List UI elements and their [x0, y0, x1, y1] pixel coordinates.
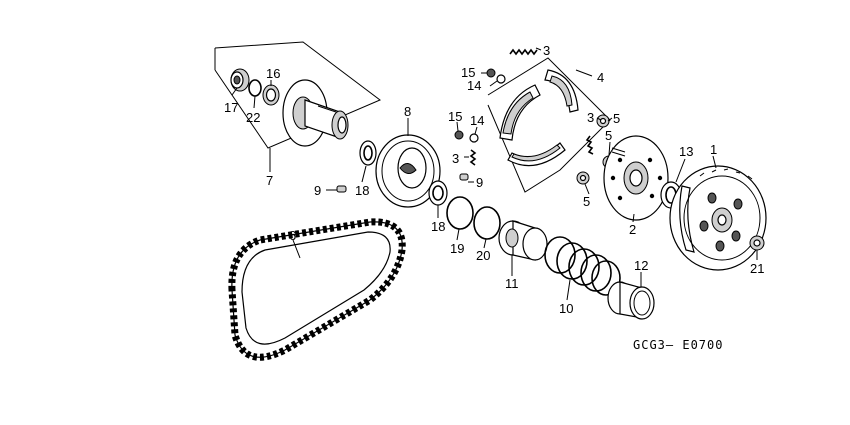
callout-11: 11 — [505, 276, 519, 291]
movable-driven-face — [375, 134, 441, 208]
spring-collar — [607, 281, 655, 320]
driven-pulley-assembly-frame — [214, 41, 381, 149]
leader-lines — [231, 47, 758, 301]
drive-plate — [603, 135, 669, 221]
clutch-spring-top — [509, 48, 538, 56]
clutch-spring-right — [585, 135, 594, 155]
nut-upper — [596, 114, 610, 128]
driven-face-spring — [544, 236, 621, 296]
callout-20: 20 — [476, 248, 490, 263]
clutch-shoe-assembly-frame — [487, 57, 611, 193]
clutch-nut — [749, 235, 765, 251]
callout-15b: 15 — [448, 109, 462, 124]
callout-22: 22 — [246, 110, 260, 125]
callout-2: 2 — [629, 222, 636, 237]
clutch-shoe-left — [499, 84, 541, 141]
callout-1: 1 — [710, 142, 717, 157]
callout-4: 4 — [597, 70, 604, 85]
clutch-outer — [669, 165, 767, 271]
diagram-code: GCG3– E0700 — [633, 338, 723, 352]
callout-18b: 18 — [431, 219, 445, 234]
washer-15-top — [486, 68, 496, 78]
callout-3b: 3 — [452, 151, 459, 166]
callout-3c: 3 — [587, 110, 594, 125]
clutch-shoe-bottom — [507, 142, 566, 167]
oil-seal-upper — [359, 140, 377, 166]
washer-14-top — [496, 74, 506, 84]
seal-collar — [498, 220, 548, 261]
callout-14b: 14 — [470, 113, 484, 128]
callout-18a: 18 — [355, 183, 369, 198]
callout-6: 6 — [289, 228, 296, 243]
guide-pin-left — [336, 185, 347, 193]
needle-bearing — [230, 68, 250, 92]
washer-14-mid — [469, 133, 479, 143]
callout-14a: 14 — [467, 78, 481, 93]
clutch-shoe-right — [544, 69, 579, 113]
callout-5c: 5 — [583, 194, 590, 209]
oil-seal-lower — [428, 180, 448, 206]
callout-3a: 3 — [543, 43, 550, 58]
callout-15a: 15 — [461, 65, 475, 80]
callout-5a: 5 — [613, 111, 620, 126]
callout-21: 21 — [750, 261, 764, 276]
guide-pin-right — [459, 173, 469, 181]
callout-8: 8 — [404, 104, 411, 119]
callout-17: 17 — [224, 100, 238, 115]
callout-12: 12 — [634, 258, 648, 273]
callout-19: 19 — [450, 241, 464, 256]
callout-13: 13 — [679, 144, 693, 159]
nut-lower — [576, 171, 590, 185]
o-ring-20 — [473, 206, 501, 240]
ball-bearing — [262, 84, 280, 106]
o-ring-19 — [446, 196, 474, 230]
callout-16: 16 — [266, 66, 280, 81]
callout-10: 10 — [559, 301, 573, 316]
drive-belt — [228, 218, 406, 361]
callout-5b: 5 — [605, 128, 612, 143]
circlip — [248, 79, 262, 97]
washer-15-mid — [454, 130, 464, 140]
clutch-spring-mid — [469, 149, 477, 166]
callout-labels: 1 2 3 3 3 4 5 5 5 6 7 8 9 9 10 11 12 13 … — [224, 43, 764, 316]
driven-face — [282, 79, 349, 147]
callout-9b: 9 — [476, 175, 483, 190]
callout-9a: 9 — [314, 183, 321, 198]
callout-7: 7 — [266, 173, 273, 188]
